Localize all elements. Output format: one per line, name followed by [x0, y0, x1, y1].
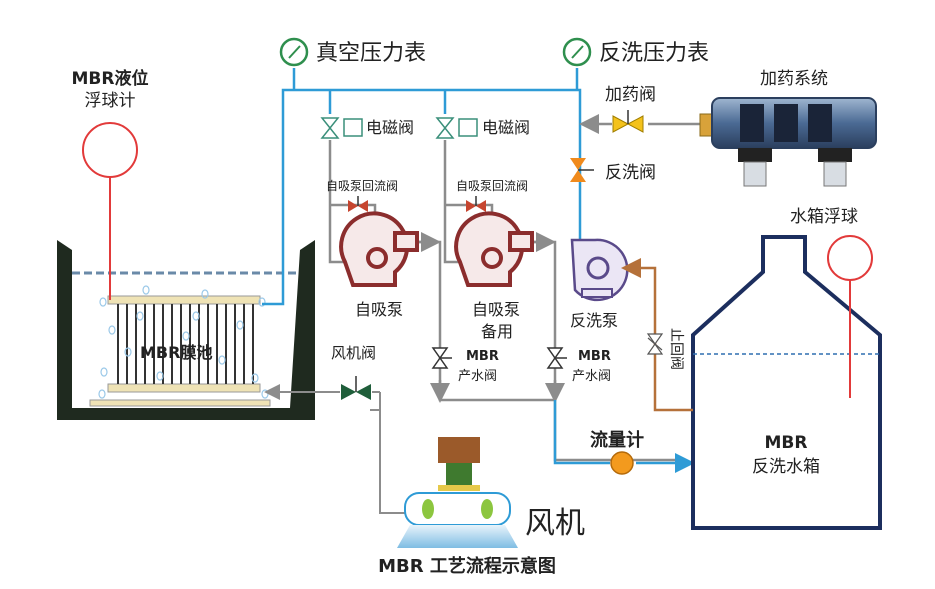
- blower-valve-label: 风机阀: [331, 344, 376, 362]
- backwash-valve-label: 反洗阀: [605, 163, 656, 183]
- dosing-valve: 加药阀: [605, 85, 656, 133]
- pump-1-label: 自吸泵: [355, 300, 403, 319]
- product-valve-1: MBR 产水阀: [431, 347, 499, 384]
- product-valve-2: MBR 产水阀: [546, 347, 611, 384]
- check-valve: 止回阀: [646, 328, 684, 370]
- dosing-valve-label: 加药阀: [605, 85, 656, 105]
- blower-label: 风机: [525, 506, 585, 541]
- blower-valve: 风机阀: [331, 344, 376, 400]
- valve-icon: [435, 117, 455, 139]
- valve-icon: [320, 117, 340, 139]
- tank-float: 水箱浮球: [790, 207, 873, 398]
- product-valve-1-bottom: 产水阀: [458, 369, 497, 384]
- return-valve-2: 自吸泵回流阀: [456, 179, 528, 212]
- dosing-system-label: 加药系统: [760, 69, 828, 89]
- mbr-level-label-1: MBR液位: [72, 68, 149, 89]
- backwash-pump: 反洗泵: [570, 238, 629, 330]
- flowmeter: 流量计: [590, 429, 644, 475]
- backwash-gauge: 反洗压力表: [562, 37, 709, 67]
- flowmeter-label: 流量计: [590, 429, 644, 451]
- blower: 风机: [397, 437, 585, 548]
- solenoid-valve-1: 电磁阀: [320, 117, 414, 139]
- product-valve-2-top: MBR: [578, 349, 611, 364]
- float-ball-icon: [82, 122, 138, 178]
- product-valve-1-top: MBR: [466, 349, 499, 364]
- tank-label-bottom: 反洗水箱: [752, 457, 820, 477]
- pump-2-label-2: 备用: [481, 322, 513, 341]
- vacuum-gauge: 真空压力表: [279, 37, 426, 67]
- return-valve-1-label: 自吸泵回流阀: [326, 179, 398, 193]
- pump-2-label-1: 自吸泵: [472, 300, 520, 319]
- solenoid-valve-2: 电磁阀: [435, 117, 530, 139]
- backwash-water-tank: MBR 反洗水箱: [691, 235, 882, 530]
- tank-float-label: 水箱浮球: [790, 207, 858, 227]
- mbr-level-float: MBR液位 浮球计: [72, 68, 149, 300]
- blue-pipes: [262, 68, 582, 306]
- backwash-pump-label: 反洗泵: [570, 311, 618, 330]
- tank-label-top: MBR: [765, 433, 808, 453]
- return-valve-1: 自吸泵回流阀: [326, 179, 398, 212]
- check-valve-label: 止回阀: [668, 328, 684, 370]
- membrane-pool-label: MBR膜池: [140, 343, 212, 362]
- diagram-title: MBR 工艺流程示意图: [378, 555, 556, 577]
- product-valve-2-bottom: 产水阀: [572, 369, 611, 384]
- tank-body: [691, 235, 882, 530]
- blower-icon: [438, 437, 480, 463]
- self-priming-pump-1: 自吸泵: [339, 211, 419, 319]
- solenoid-2-label: 电磁阀: [482, 118, 530, 137]
- air-bubbles: [98, 285, 269, 399]
- vacuum-gauge-label: 真空压力表: [316, 41, 426, 66]
- float-ball-icon: [827, 235, 873, 281]
- membrane-module: [89, 295, 271, 407]
- mbr-level-label-2: 浮球计: [85, 91, 136, 111]
- dosing-system: 加药系统: [699, 69, 877, 187]
- backwash-gauge-label: 反洗压力表: [599, 41, 709, 66]
- flowmeter-icon: [610, 451, 634, 475]
- solenoid-1-label: 电磁阀: [366, 118, 414, 137]
- aeration-pipe: [89, 399, 271, 407]
- return-valve-2-label: 自吸泵回流阀: [456, 179, 528, 193]
- backwash-valve: 反洗阀: [570, 158, 656, 183]
- membrane-pool: MBR膜池: [57, 240, 315, 420]
- self-priming-pump-2: 自吸泵 备用: [454, 211, 534, 341]
